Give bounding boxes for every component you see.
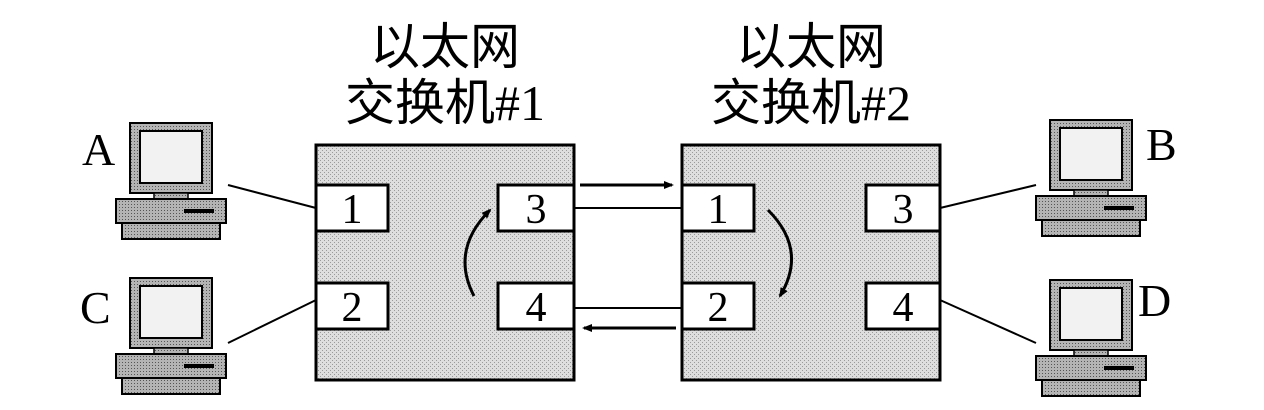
computer-d-icon [1034,278,1148,398]
switch2-port4-label: 4 [893,285,914,331]
switch2-port3-box [864,183,942,233]
switch1-port3-label: 3 [526,187,547,233]
switch1-forward-arrow [463,208,492,297]
cable-c-switch1 [227,299,317,344]
cable-a-switch1 [227,184,317,209]
switch1-title-line2: 交换机#1 [345,75,545,131]
switch1-port3-box [496,183,576,233]
host-a-label: A [82,124,115,175]
switch1-port1-box [314,183,390,233]
switch2-port2-label: 2 [708,285,729,331]
switch1-port4-box [496,281,576,331]
host-c-label: C [80,282,111,333]
switch1-port4-label: 4 [526,285,547,331]
host-d-label: D [1138,275,1171,326]
switch1-box [314,143,576,382]
cable-d-switch2 [939,299,1037,344]
host-b-label: B [1146,119,1177,170]
switch2-port4-box [864,281,942,331]
switch2-port1-box [680,183,756,233]
switch2-port2-box [680,281,756,331]
computer-a-icon [114,121,228,241]
switch1-title-line1: 以太网 [370,19,520,75]
computer-c-icon [114,276,228,396]
switch2-port3-label: 3 [893,187,914,233]
cable-b-switch2 [939,184,1037,209]
switch1-port2-label: 2 [342,285,363,331]
computer-b-icon [1034,118,1148,238]
switch2-title-line1: 以太网 [736,19,886,75]
switch1-port2-box [314,281,390,331]
switch2-port1-label: 1 [708,187,729,233]
switch1-port1-label: 1 [342,187,363,233]
switch-2: 1 2 3 4 [680,143,942,382]
switch2-box [680,143,942,382]
switch-1: 1 2 3 4 [314,143,576,382]
switch2-title-line2: 交换机#2 [711,75,911,131]
switch2-forward-arrow [766,208,793,298]
